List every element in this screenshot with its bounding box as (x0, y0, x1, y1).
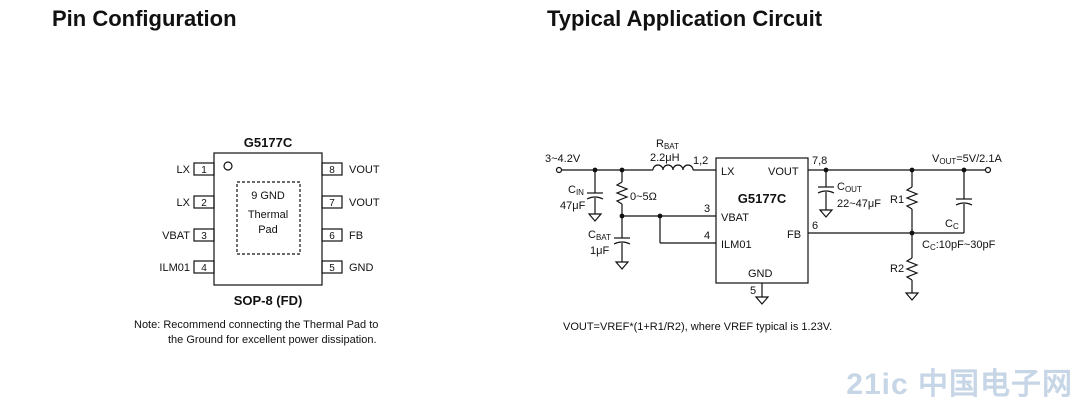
rbat-label: RBAT (656, 138, 679, 151)
ground-symbol (754, 296, 770, 305)
ground-symbol (904, 292, 920, 301)
ground-symbol (818, 209, 834, 218)
right-pin-num: 5 (329, 263, 335, 274)
right-pin-name: GND (349, 262, 374, 274)
right-pin-name: VOUT (349, 164, 380, 176)
left-pin-name: LX (177, 197, 191, 209)
pin-vout-label: VOUT (768, 166, 799, 178)
ground-symbol (587, 213, 603, 222)
pin-box-3 (193, 228, 215, 242)
junctions (592, 167, 967, 236)
junction-dot (909, 167, 915, 173)
junction-dot (823, 167, 829, 173)
junction-dot (657, 213, 663, 219)
right-pin-name: VOUT (349, 197, 380, 209)
cout-value: 22~47μF (837, 198, 881, 210)
pin-box-7 (321, 195, 343, 209)
pad-label-gnd: 9 GND (251, 190, 285, 202)
left-pin-num: 3 (201, 231, 207, 242)
package-body (213, 152, 323, 286)
cc-label: CC (945, 218, 959, 231)
package-type: SOP-8 (FD) (234, 293, 303, 308)
pin-fb-label: FB (787, 229, 801, 241)
pin1-marker (223, 161, 233, 171)
package-name: G5177C (244, 135, 293, 150)
resistor-r1 (905, 186, 919, 210)
junction-dot (619, 213, 625, 219)
junction-dot (619, 167, 625, 173)
pin-box-8 (321, 162, 343, 176)
output-voltage-formula: VOUT=VREF*(1+R1/R2), where VREF typical … (563, 321, 833, 333)
left-pin-num: 2 (201, 198, 207, 209)
junction-dot (592, 167, 598, 173)
resistor-0-5-label: 0~5Ω (630, 191, 657, 203)
left-pin-num: 4 (201, 263, 207, 274)
cbat-plate (613, 241, 631, 245)
right-pin-num: 7 (329, 198, 335, 209)
junction-dot (909, 230, 915, 236)
cbat-value: 1μF (590, 245, 609, 257)
pin-configuration (193, 152, 343, 286)
cout-plate (817, 190, 835, 194)
watermark-logo: 21ic 中国电子网 (846, 368, 1073, 401)
cin-plate (586, 196, 604, 200)
cout-label: COUT (837, 181, 862, 194)
cbat-label: CBAT (588, 229, 611, 242)
cin-label: CIN (568, 184, 584, 197)
pin-gnd-label: GND (748, 268, 773, 280)
vout-terminal (984, 166, 992, 174)
note-line-1: Note: Recommend connecting the Thermal P… (134, 319, 379, 331)
pin-box-6 (321, 228, 343, 242)
pin-configuration-heading: Pin Configuration (52, 6, 237, 31)
thermal-pad (236, 181, 301, 255)
left-pin-name: ILM01 (159, 262, 190, 274)
pin-ilm-label: ILM01 (721, 239, 752, 251)
node-3: 3 (704, 203, 710, 215)
pin-box-5 (321, 260, 343, 274)
left-pin-name: VBAT (162, 230, 190, 242)
cin-value: 47μF (560, 200, 586, 212)
ground-symbol (614, 261, 630, 270)
right-pin-name: FB (349, 230, 363, 242)
application-circuit-wires (555, 157, 992, 305)
vin-label: 3~4.2V (545, 153, 581, 165)
rbat-value: 2.2μH (650, 152, 680, 164)
junction-dot (961, 167, 967, 173)
pad-label-pad: Pad (258, 224, 278, 236)
right-pin-num: 8 (329, 165, 335, 176)
node-5: 5 (750, 285, 756, 297)
vout-label: VOUT=5V/2.1A (932, 153, 1002, 166)
pin-box-4 (193, 260, 215, 274)
resistor-0-5 (615, 181, 629, 205)
resistor-r2 (905, 257, 919, 281)
node-78: 7,8 (812, 155, 827, 167)
pin-vbat-label: VBAT (721, 212, 749, 224)
note-line-2: the Ground for excellent power dissipati… (168, 334, 377, 346)
typical-application-heading: Typical Application Circuit (547, 6, 823, 31)
pin-box-2 (193, 195, 215, 209)
r1-label: R1 (890, 194, 904, 206)
vin-terminal (555, 166, 563, 174)
pin-lx-label: LX (721, 166, 735, 178)
node-12: 1,2 (693, 155, 708, 167)
right-pin-num: 6 (329, 231, 335, 242)
ic-name: G5177C (738, 191, 787, 206)
cc-plate (955, 202, 973, 206)
pin-box-1 (193, 162, 215, 176)
r2-label: R2 (890, 263, 904, 275)
node-6: 6 (812, 220, 818, 232)
left-pin-num: 1 (201, 165, 207, 176)
pad-label-thermal: Thermal (248, 209, 288, 221)
left-pin-name: LX (177, 164, 191, 176)
cc-value: CC:10pF~30pF (922, 239, 996, 252)
node-4: 4 (704, 230, 710, 242)
inductor (652, 164, 694, 171)
